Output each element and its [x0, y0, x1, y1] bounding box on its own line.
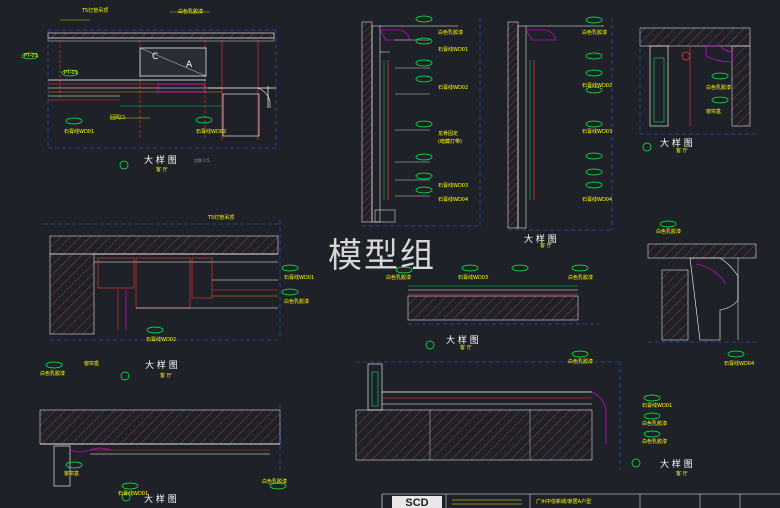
panel4-annotation-1: 白色乳胶漆 — [706, 85, 732, 91]
detail-panel-9 — [39, 404, 287, 502]
panel2-annotation-7: 石膏线WD04 — [438, 197, 469, 203]
panel8-annotation-4: 白色乳胶漆 — [642, 439, 668, 445]
panel5-annotation-6: 白色乳胶漆 — [40, 371, 66, 377]
detail-title-8: 大 样 图 — [660, 460, 693, 470]
panel6-annotation-2: 石膏线WD03 — [458, 275, 489, 281]
detail-panel-6 — [395, 264, 600, 350]
panel8-annotation-3: 白色乳胶漆 — [642, 421, 668, 427]
label-c: C — [152, 52, 159, 62]
detail-panel-4 — [639, 27, 756, 152]
panel5-annotation-1: T5灯管吊顶 — [208, 215, 235, 221]
panel6-annotation-1: 白色乳胶漆 — [386, 275, 412, 281]
panel5-annotation-2: 石膏线WD01 — [284, 275, 315, 281]
detail-title-2: 大 样 图 — [524, 235, 557, 245]
panel3-annotation-4: 石膏线WD04 — [582, 197, 613, 203]
tag-pt-1: PT-01 — [24, 53, 38, 59]
panel3-annotation-3: 石膏线WD03 — [582, 129, 613, 135]
room-label-6: 客 厅 — [460, 345, 472, 351]
panel9-annotation-2: 石膏线WD01 — [118, 491, 149, 497]
panel5-annotation-4: 石膏线WD02 — [146, 337, 177, 343]
detail-panel-2 — [361, 15, 481, 227]
annotation-line1: 石膏线WD01 — [64, 129, 95, 135]
label-a: A — [186, 60, 193, 70]
title-block-project: 广州中信新城/家居A户型 — [536, 499, 592, 505]
panel2-annotation-1: 白色乳胶漆 — [438, 30, 464, 36]
panel5-annotation-3: 白色乳胶漆 — [284, 299, 310, 305]
detail-title-5: 大 样 图 — [145, 361, 178, 371]
annotation-return-air: 回风口 — [110, 115, 126, 121]
room-label-1: 客 厅 — [156, 167, 168, 173]
panel8-annotation-1: 白色乳胶漆 — [568, 359, 594, 365]
panel2-annotation-3: 石膏线WD02 — [438, 85, 469, 91]
detail-panel-5 — [44, 220, 299, 381]
room-label-8: 客 厅 — [676, 471, 688, 477]
panel2-annotation-5: (暗藏灯带) — [438, 139, 462, 145]
tag-pt-2: PT-01 — [64, 70, 78, 76]
panel3-annotation-2: 石膏线WD02 — [582, 83, 613, 89]
annotation-line2: 石膏线WD02 — [196, 129, 227, 135]
panel7-annotation-2: 石膏线WD04 — [724, 361, 755, 367]
detail-panel-8 — [355, 350, 661, 470]
room-label-2: 客 厅 — [540, 243, 552, 249]
panel2-annotation-6: 石膏线WD03 — [438, 183, 469, 189]
annotation-white-paint: 白色乳胶漆 — [178, 9, 204, 15]
panel3-annotation-1: 白色乳胶漆 — [582, 30, 608, 36]
title-block-logo: SCD — [392, 496, 442, 508]
panel9-annotation-1: 窗帘盒 — [64, 471, 80, 477]
detail-panel-1 — [21, 11, 277, 170]
tag-t5-label: T5灯管吊顶 — [82, 8, 109, 14]
detail-title-9: 大 样 图 — [144, 495, 177, 505]
panel5-annotation-5: 窗帘盒 — [84, 361, 100, 367]
detail-panel-7 — [647, 220, 757, 358]
detail-title-4: 大 样 图 — [660, 139, 693, 149]
room-label-5: 客 厅 — [160, 373, 172, 379]
panel7-annotation-1: 白色乳胶漆 — [656, 229, 682, 235]
scale-label-1: 比例 1:5 — [194, 158, 210, 163]
panel9-annotation-3: 白色乳胶漆 — [262, 479, 288, 485]
room-label-4: 客 厅 — [676, 148, 688, 154]
detail-panel-3 — [507, 16, 613, 231]
panel2-annotation-4: 龙骨固定 — [438, 131, 459, 137]
panel8-annotation-2: 石膏线WD01 — [642, 403, 673, 409]
detail-title-6: 大 样 图 — [446, 336, 479, 346]
detail-title-1: 大 样 图 — [144, 156, 177, 166]
panel2-annotation-2: 石膏线WD01 — [438, 47, 469, 53]
panel6-annotation-3: 白色乳胶漆 — [568, 275, 594, 281]
title-block-frame — [381, 493, 780, 508]
panel4-annotation-2: 窗帘盒 — [706, 109, 722, 115]
